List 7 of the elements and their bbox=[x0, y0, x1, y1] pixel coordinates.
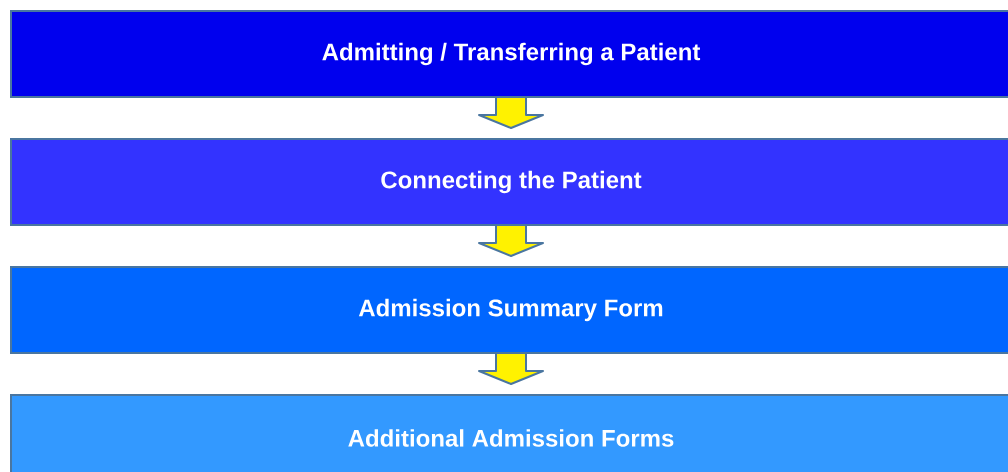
arrow bbox=[478, 353, 544, 385]
process-box: Admitting / Transferring a Patient bbox=[10, 10, 1008, 98]
process-box: Connecting the Patient bbox=[10, 138, 1008, 226]
process-box: Admission Summary Form bbox=[10, 266, 1008, 354]
arrow bbox=[478, 97, 544, 129]
arrow bbox=[478, 225, 544, 257]
process-box: Additional Admission Forms bbox=[10, 394, 1008, 472]
